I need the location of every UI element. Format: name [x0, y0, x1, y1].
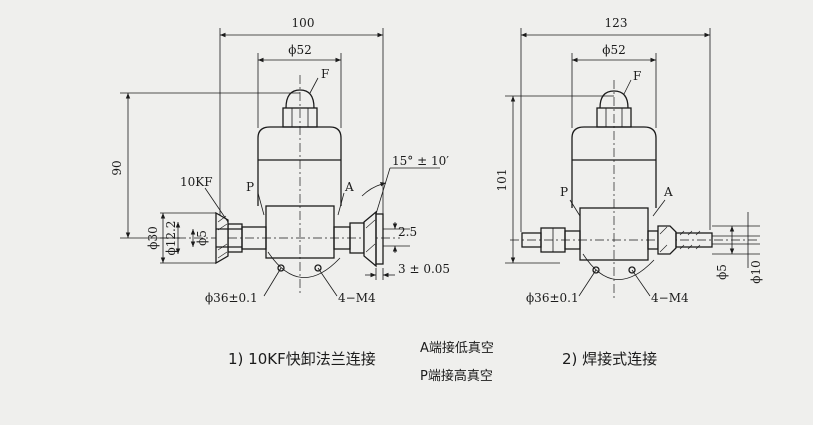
right-port-p: P — [560, 185, 568, 199]
left-port-a: A — [344, 180, 354, 194]
left-thread: 4−M4 — [338, 291, 376, 305]
right-height-dim: 101 — [495, 169, 509, 192]
tube-dia-large: ϕ10 — [749, 260, 763, 283]
dia-mid: ϕ12.2 — [164, 221, 178, 256]
tube-dia-small: ϕ5 — [715, 264, 729, 280]
caption-left: 1) 10KF快卸法兰连接 — [228, 350, 376, 368]
dia-outer: ϕ30 — [146, 226, 160, 249]
right-bolt-circle: ϕ36±0.1 — [526, 291, 579, 305]
left-bore-dim: ϕ52 — [288, 43, 311, 57]
note-a-port: A端接低真空 — [420, 340, 494, 356]
right-thread: 4−M4 — [651, 291, 689, 305]
right-width-dim: 123 — [605, 16, 628, 30]
right-port-a: A — [663, 185, 673, 199]
left-port-p: P — [246, 180, 254, 194]
left-valve-drawing — [120, 28, 440, 297]
caption-right: 2) 焊接式连接 — [562, 350, 657, 368]
angle-dim: 15° ± 10′ — [392, 154, 449, 168]
right-valve-drawing — [505, 28, 760, 300]
note-p-port: P端接高真空 — [420, 368, 493, 384]
right-marker-f: F — [633, 69, 641, 83]
right-bore-dim: ϕ52 — [602, 43, 625, 57]
left-width-dim: 100 — [292, 16, 315, 30]
dia-inner: ϕ5 — [195, 230, 209, 246]
offset-dim: 3 ± 0.05 — [398, 262, 450, 276]
left-marker-f: F — [321, 67, 329, 81]
flange-label: 10KF — [180, 175, 213, 189]
thickness-dim: 2.5 — [398, 225, 417, 239]
left-height-dim: 90 — [110, 160, 124, 175]
left-bolt-circle: ϕ36±0.1 — [205, 291, 258, 305]
